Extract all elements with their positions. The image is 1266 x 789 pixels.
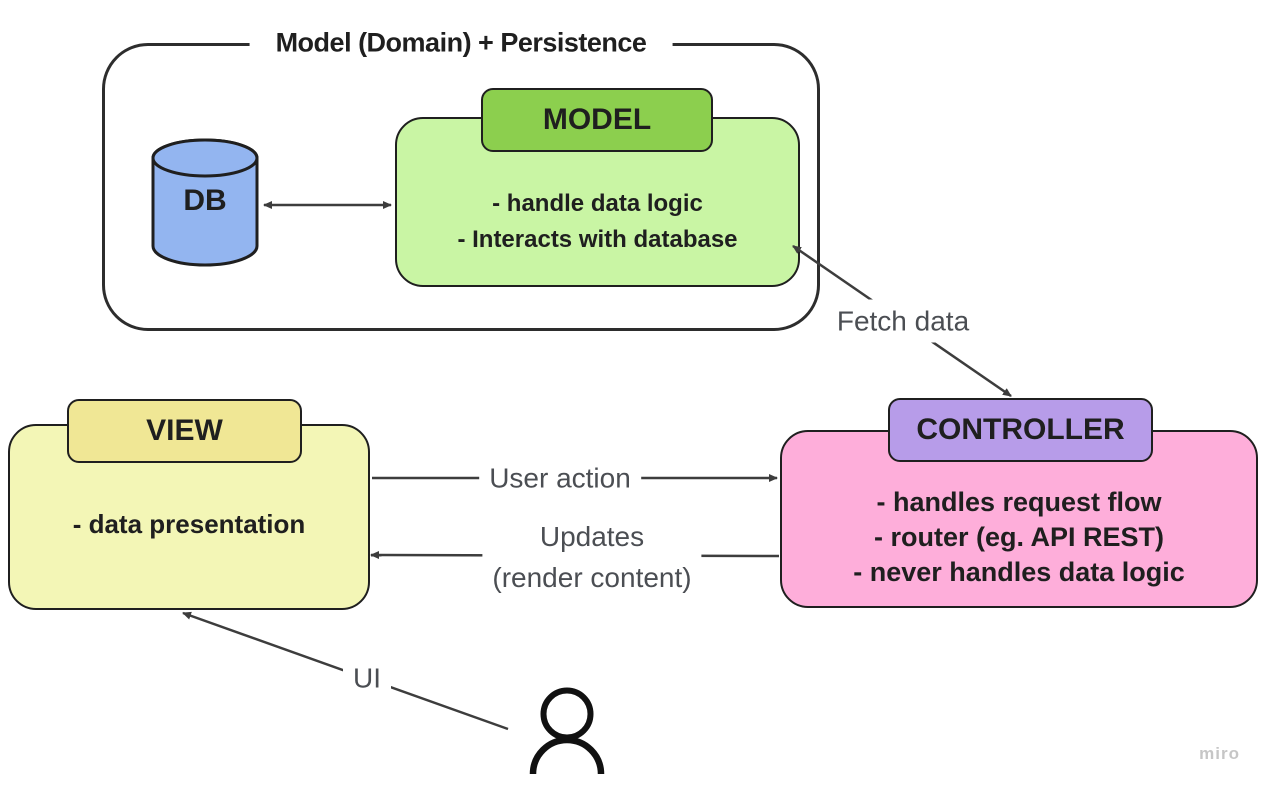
db-label[interactable]: DB: [183, 184, 227, 217]
controller-line-1: - handles request flow: [876, 487, 1162, 517]
domain-group-title[interactable]: Model (Domain) + Persistence: [249, 27, 673, 59]
db-cylinder-top: [151, 138, 259, 178]
updates-label[interactable]: Updates (render content): [482, 515, 702, 599]
controller-title: CONTROLLER: [916, 413, 1125, 446]
model-line-2: - Interacts with database: [457, 226, 738, 253]
model-title: MODEL: [542, 103, 652, 136]
controller-title-tab[interactable]: CONTROLLER: [888, 398, 1153, 462]
updates-label-line1: Updates: [539, 521, 645, 552]
view-title-tab[interactable]: VIEW: [67, 399, 302, 463]
domain-persistence-group[interactable]: Model (Domain) + Persistence: [102, 27, 820, 331]
view-title: VIEW: [146, 414, 223, 447]
user-action-label[interactable]: User action: [479, 456, 641, 500]
miro-watermark: miro: [1199, 744, 1240, 763]
model-line-1: - handle data logic: [492, 190, 703, 217]
model-title-tab[interactable]: MODEL: [481, 88, 713, 152]
person-head: [540, 687, 594, 741]
fetch-data-label[interactable]: Fetch data: [826, 299, 980, 343]
controller-line-2: - router (eg. API REST): [873, 522, 1164, 552]
database-cylinder-icon[interactable]: [150, 137, 260, 270]
ui-label[interactable]: UI: [343, 656, 391, 700]
controller-line-3: - never handles data logic: [853, 557, 1185, 587]
updates-label-line2: (render content): [492, 562, 692, 593]
view-line-1: - data presentation: [72, 509, 306, 539]
person-shoulders: [529, 736, 605, 775]
user-person-icon[interactable]: [524, 682, 612, 776]
